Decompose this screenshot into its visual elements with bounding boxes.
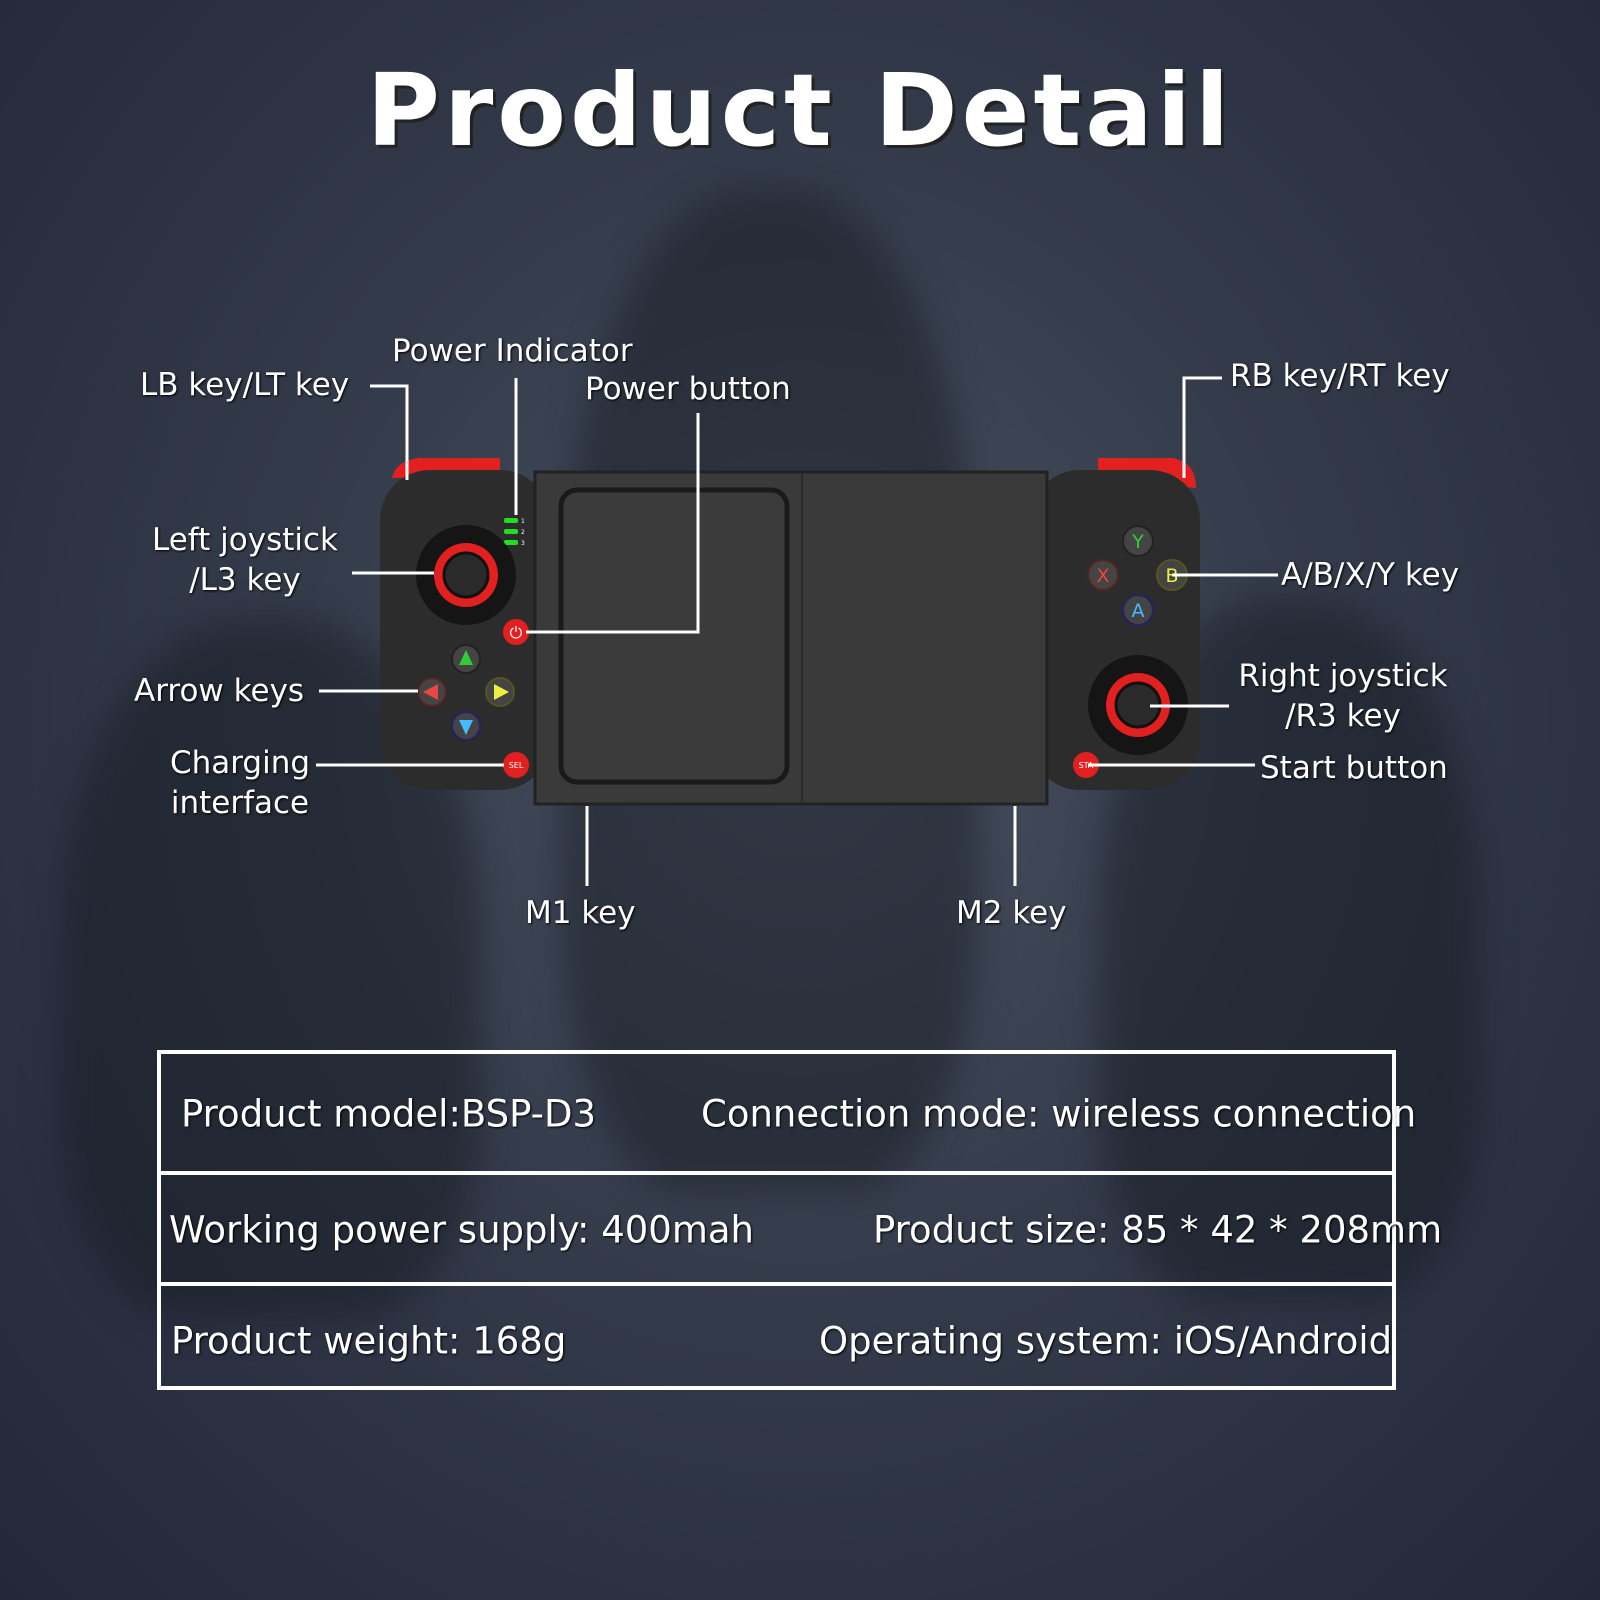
controller: 1 2 3 ⏻ SEL STA Y X B A — [380, 458, 1200, 806]
y-key: Y — [1122, 525, 1154, 557]
leader-lines — [316, 376, 1278, 886]
spec-power-supply: Working power supply: 400mah — [169, 1208, 754, 1252]
holder-pad — [558, 487, 790, 785]
label-arrow-keys: Arrow keys — [134, 673, 305, 709]
spec-row: Working power supply: 400mah Product siz… — [161, 1175, 1442, 1285]
spec-table: Product model:BSP-D3 Connection mode: wi… — [157, 1050, 1442, 1390]
svg-text:3: 3 — [521, 540, 525, 547]
spec-row: Product weight: 168g Operating system: i… — [161, 1286, 1392, 1396]
svg-text:X: X — [1096, 565, 1109, 587]
svg-text:Y: Y — [1131, 531, 1144, 553]
label-power-indicator: Power Indicator — [392, 333, 633, 369]
arrow-up-key — [451, 644, 481, 674]
spec-connection: Connection mode: wireless connection — [701, 1092, 1417, 1136]
spec-size: Product size: 85 * 42 * 208mm — [873, 1208, 1443, 1252]
svg-text:A: A — [1132, 600, 1145, 622]
divider — [161, 1282, 1392, 1286]
svg-text:SEL: SEL — [509, 761, 524, 770]
label-power-button: Power button — [585, 371, 791, 407]
spec-weight: Product weight: 168g — [171, 1319, 567, 1363]
spec-row: Product model:BSP-D3 Connection mode: wi… — [161, 1059, 1416, 1169]
label-abxy-key: A/B/X/Y key — [1281, 557, 1460, 593]
divider — [161, 1171, 1392, 1175]
label-m2-key: M2 key — [956, 895, 1067, 931]
label-lb-key: LB key/LT key — [140, 367, 350, 403]
spec-model: Product model:BSP-D3 — [181, 1092, 597, 1136]
a-key: A — [1122, 594, 1154, 626]
label-rb-key: RB key/RT key — [1230, 358, 1450, 394]
power-icon: ⏻ — [510, 623, 523, 642]
label-m1-key: M1 key — [525, 895, 636, 931]
svg-text:2: 2 — [521, 529, 525, 536]
select-button: SEL — [503, 752, 529, 778]
spec-os: Operating system: iOS/Android — [819, 1319, 1393, 1363]
arrow-down-key — [451, 711, 481, 741]
label-left-joystick: Left joystick/L3 key — [151, 522, 338, 598]
page-title: Product Detail — [366, 52, 1234, 169]
x-key: X — [1087, 559, 1119, 591]
power-button: ⏻ — [503, 619, 529, 645]
arrow-left-key — [417, 677, 447, 707]
label-right-joystick: Right joystick/R3 key — [1238, 658, 1448, 734]
start-button-key: STA — [1073, 752, 1099, 778]
svg-text:STA: STA — [1079, 761, 1094, 770]
arrow-right-key — [485, 677, 515, 707]
power-indicator-leds: 1 2 3 — [504, 518, 525, 547]
label-start-button: Start button — [1260, 750, 1448, 786]
left-joystick — [416, 525, 516, 625]
svg-text:1: 1 — [521, 518, 525, 525]
